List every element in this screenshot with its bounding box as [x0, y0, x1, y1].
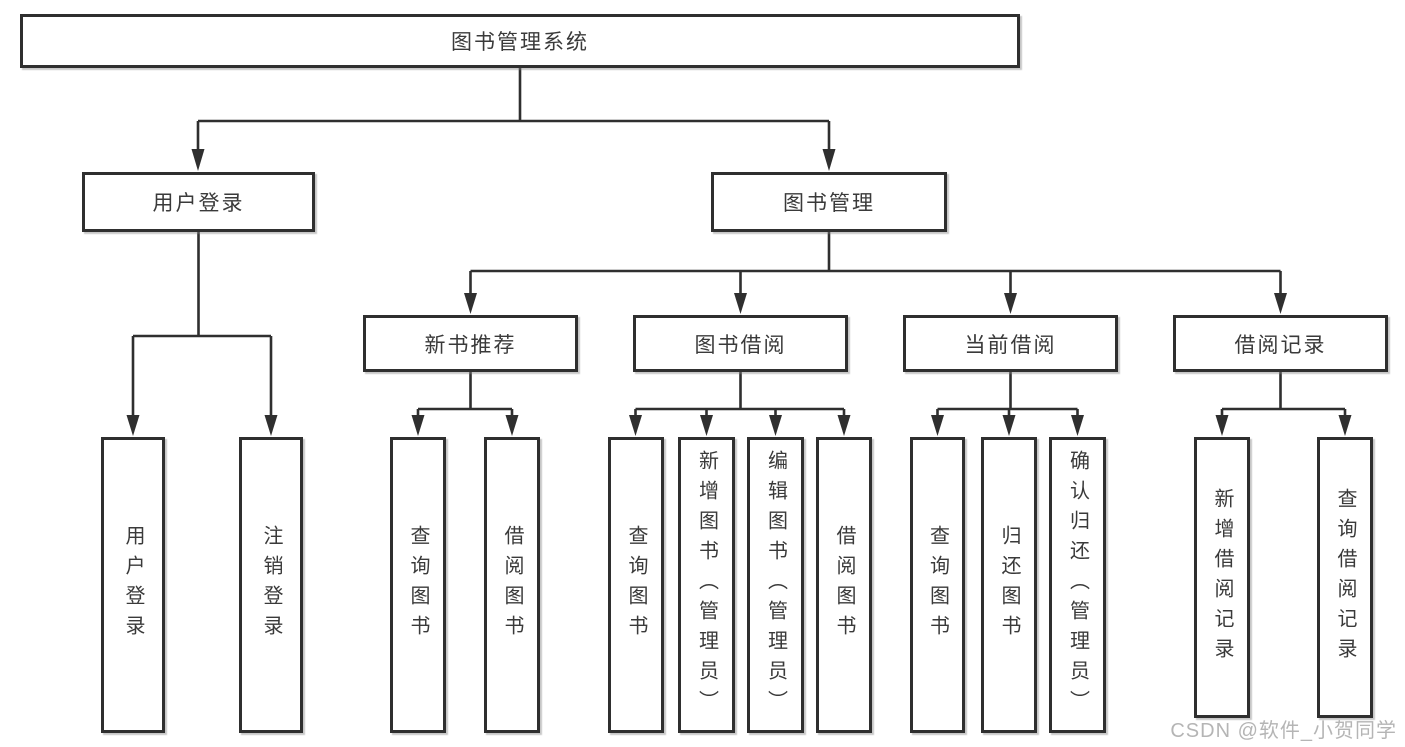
leaf-edit-books-admin-label: 编辑图书（管理员）: [764, 450, 787, 720]
node-library-system-label: 图书管理系统: [451, 31, 589, 54]
node-book-borrow-label: 图书借阅: [694, 333, 787, 357]
arrow-down-icon: [1071, 415, 1084, 436]
arrow-down-icon: [837, 415, 851, 436]
leaf-query-books-recommend-label: 查询图书: [407, 525, 429, 645]
connector-new-book-recommend: [416, 372, 514, 419]
connector-book-borrow: [634, 372, 846, 419]
leaf-borrow-books: 借阅图书: [816, 437, 872, 733]
arrow-down-icon: [769, 415, 782, 436]
leaf-query-borrow-record: 查询借阅记录: [1317, 437, 1373, 718]
arrow-down-icon: [411, 415, 425, 436]
arrow-down-icon: [505, 415, 519, 436]
arrow-down-icon: [1002, 415, 1016, 436]
arrow-down-icon: [734, 293, 747, 314]
leaf-borrow-books-label: 借阅图书: [833, 525, 855, 645]
arrow-down-icon: [822, 149, 836, 171]
connector-user-login: [131, 232, 273, 419]
arrow-down-icon: [464, 293, 477, 314]
node-library-system: 图书管理系统: [20, 14, 1020, 68]
connector-book-management: [469, 232, 1282, 297]
node-new-book-recommend: 新书推荐: [363, 315, 578, 372]
arrow-down-icon: [1274, 293, 1287, 314]
node-current-borrow-label: 当前借阅: [964, 333, 1057, 357]
leaf-add-books-admin: 新增图书（管理员）: [678, 437, 735, 733]
node-borrow-records: 借阅记录: [1173, 315, 1388, 372]
leaf-add-borrow-record-label: 新增借阅记录: [1211, 487, 1233, 668]
leaf-query-books-borrow-label: 查询图书: [625, 525, 647, 645]
node-book-management-label: 图书管理: [783, 192, 875, 215]
leaf-add-borrow-record: 新增借阅记录: [1194, 437, 1250, 718]
arrow-down-icon: [1338, 415, 1352, 436]
node-new-book-recommend-label: 新书推荐: [424, 333, 517, 357]
node-user-login-label: 用户登录: [152, 192, 245, 215]
csdn-watermark: CSDN @软件_小贺同学: [1170, 720, 1397, 742]
node-book-management: 图书管理: [711, 172, 947, 232]
node-borrow-records-label: 借阅记录: [1234, 333, 1327, 357]
connector-root: [196, 68, 831, 153]
leaf-query-books-recommend: 查询图书: [390, 437, 446, 733]
node-current-borrow: 当前借阅: [903, 315, 1118, 372]
leaf-logout: 注销登录: [239, 437, 303, 733]
arrow-down-icon: [264, 415, 278, 436]
arrow-down-icon: [629, 415, 642, 436]
arrow-down-icon: [931, 415, 944, 436]
leaf-borrow-books-recommend: 借阅图书: [484, 437, 540, 733]
leaf-return-books-label: 归还图书: [998, 525, 1020, 645]
leaf-confirm-return-admin-label: 确认归还（管理员）: [1066, 450, 1089, 720]
node-user-login: 用户登录: [82, 172, 315, 232]
arrow-down-icon: [191, 149, 205, 171]
leaf-edit-books-admin: 编辑图书（管理员）: [747, 437, 804, 733]
arrow-down-icon: [126, 415, 140, 436]
arrow-down-icon: [700, 415, 713, 436]
arrow-down-icon: [1004, 293, 1017, 314]
leaf-user-login-label: 用户登录: [122, 525, 144, 645]
leaf-add-books-admin-label: 新增图书（管理员）: [695, 450, 718, 720]
leaf-query-books-current-label: 查询图书: [926, 525, 949, 645]
connector-borrow-records: [1220, 372, 1347, 419]
node-book-borrow: 图书借阅: [633, 315, 848, 372]
leaf-return-books: 归还图书: [981, 437, 1037, 733]
leaf-confirm-return-admin: 确认归还（管理员）: [1049, 437, 1106, 733]
leaf-query-books-current: 查询图书: [910, 437, 965, 733]
leaf-logout-label: 注销登录: [260, 525, 282, 645]
leaf-borrow-books-recommend-label: 借阅图书: [501, 525, 523, 645]
arrow-down-icon: [1215, 415, 1229, 436]
leaf-query-books-borrow: 查询图书: [608, 437, 664, 733]
connector-current-borrow: [936, 372, 1079, 419]
leaf-user-login: 用户登录: [101, 437, 165, 733]
leaf-query-borrow-record-label: 查询借阅记录: [1334, 487, 1356, 668]
